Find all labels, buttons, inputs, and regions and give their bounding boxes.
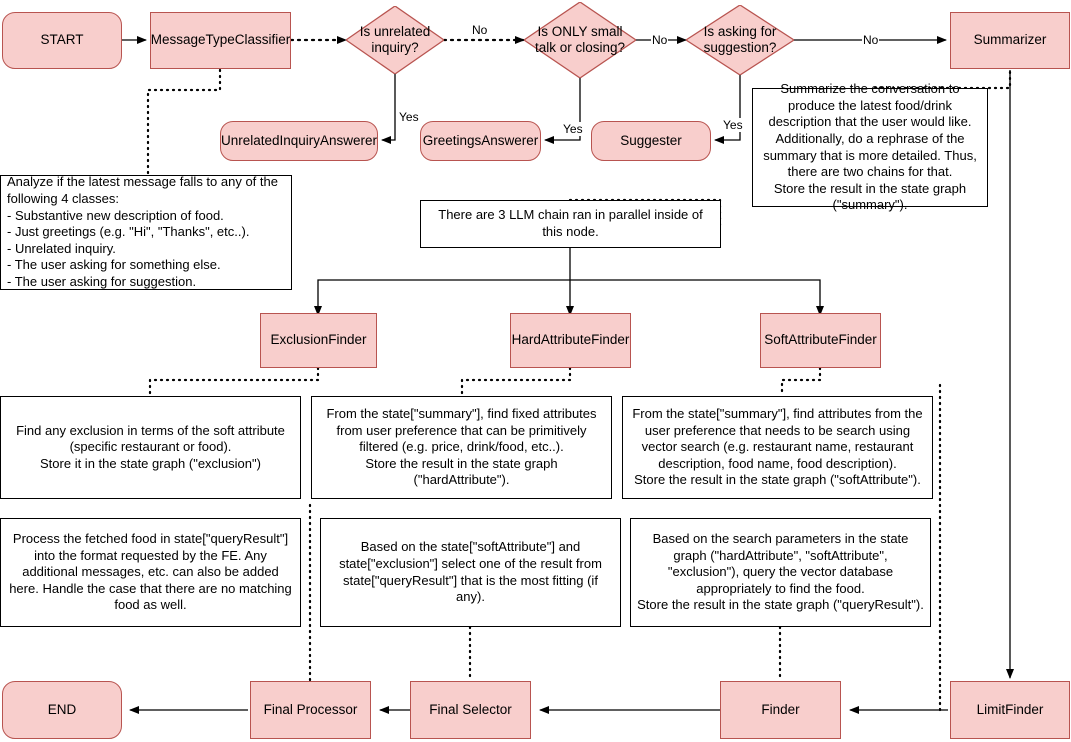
node-hardattributefinder-label: HardAttributeFinder — [511, 332, 630, 348]
edge-unrelated-yes — [381, 74, 396, 144]
node-is-unrelated-inquiry-label: Is unrelated inquiry? — [359, 23, 431, 55]
note-softattributefinder-text: From the state["summary"], find attribut… — [632, 405, 923, 488]
edge-parallel-to-softattributefinder — [570, 279, 824, 316]
edge-label-unrelated-yes: Yes — [398, 110, 420, 124]
edge-label-unrelated-no: No — [471, 23, 489, 37]
edge-label-smalltalk-yes: Yes — [562, 122, 584, 136]
node-unrelatedinquiryanswerer[interactable]: UnrelatedInquiryAnswerer — [220, 121, 378, 161]
edge-label-suggestion-yes: Yes — [722, 118, 744, 132]
note-parallel-chains-text: There are 3 LLM chain ran in parallel in… — [438, 207, 703, 239]
node-greetingsanswerer-label: GreetingsAnswerer — [422, 132, 539, 148]
node-messagetypeclassifier[interactable]: MessageTypeClassifier — [150, 12, 291, 69]
note-exclusionfinder: Find any exclusion in terms of the soft … — [0, 396, 301, 499]
note-hardattributefinder-text: From the state["summary"], find fixed at… — [326, 405, 597, 488]
node-is-asking-for-suggestion-label: Is asking for suggestion? — [703, 23, 777, 55]
note-hardattributefinder: From the state["summary"], find fixed at… — [311, 396, 612, 499]
node-finalselector[interactable]: Final Selector — [410, 681, 531, 739]
node-suggester-label: Suggester — [620, 132, 682, 148]
diamond-shape-icon — [524, 2, 636, 78]
note-finalprocessor: Process the fetched food in state["query… — [0, 518, 301, 627]
link-hardattribute-note — [460, 366, 572, 397]
note-finder: Based on the search parameters in the st… — [630, 518, 931, 627]
diamond-shape-icon — [686, 5, 794, 75]
node-finder-label: Finder — [761, 701, 800, 717]
node-end[interactable]: END — [2, 681, 122, 739]
node-finder[interactable]: Finder — [720, 681, 841, 739]
node-limitfinder[interactable]: LimitFinder — [950, 681, 1070, 739]
node-end-label: END — [47, 701, 77, 717]
edge-parallel-to-exclusionfinder — [314, 279, 570, 316]
node-start-label: START — [40, 32, 84, 48]
note-classifier-text: Analyze if the latest message falls to a… — [7, 174, 278, 290]
note-parallel-chains: There are 3 LLM chain ran in parallel in… — [420, 200, 721, 248]
node-is-only-small-talk[interactable]: Is ONLY small talk or closing? — [524, 2, 636, 78]
node-exclusionfinder-label: ExclusionFinder — [270, 332, 367, 348]
node-messagetypeclassifier-label: MessageTypeClassifier — [150, 32, 291, 48]
note-summarizer: Summarize the conversation to produce th… — [752, 81, 988, 212]
node-finalselector-label: Final Selector — [429, 701, 512, 717]
node-exclusionfinder[interactable]: ExclusionFinder — [260, 313, 377, 368]
edge-label-suggestion-no: No — [862, 33, 880, 47]
note-classifier: Analyze if the latest message falls to a… — [0, 174, 292, 290]
node-finalprocessor-label: Final Processor — [263, 701, 358, 717]
node-limitfinder-label: LimitFinder — [976, 701, 1044, 717]
link-softattribute-note — [780, 366, 822, 397]
diamond-shape-icon — [346, 6, 444, 74]
node-summarizer-label: Summarizer — [973, 32, 1047, 48]
node-summarizer[interactable]: Summarizer — [950, 12, 1070, 69]
node-softattributefinder-label: SoftAttributeFinder — [764, 332, 877, 348]
node-is-unrelated-inquiry[interactable]: Is unrelated inquiry? — [346, 6, 444, 74]
note-finder-text: Based on the search parameters in the st… — [637, 530, 924, 613]
edge-label-smalltalk-no: No — [651, 33, 669, 47]
node-is-asking-for-suggestion[interactable]: Is asking for suggestion? — [686, 5, 794, 75]
node-softattributefinder[interactable]: SoftAttributeFinder — [760, 313, 881, 368]
note-finalselector: Based on the state["softAttribute"] and … — [320, 518, 621, 627]
node-finalprocessor[interactable]: Final Processor — [250, 681, 371, 739]
note-exclusionfinder-text: Find any exclusion in terms of the soft … — [16, 422, 285, 471]
note-summarizer-text: Summarize the conversation to produce th… — [763, 81, 977, 213]
link-classifier-note — [146, 68, 222, 177]
node-is-only-small-talk-label: Is ONLY small talk or closing? — [534, 23, 626, 55]
note-finalselector-text: Based on the state["softAttribute"] and … — [339, 539, 602, 605]
node-unrelatedinquiryanswerer-label: UnrelatedInquiryAnswerer — [220, 132, 378, 148]
link-exclusion-note — [148, 366, 320, 397]
note-softattributefinder: From the state["summary"], find attribut… — [622, 396, 933, 499]
node-suggester[interactable]: Suggester — [591, 121, 711, 161]
node-hardattributefinder[interactable]: HardAttributeFinder — [510, 313, 631, 368]
node-start[interactable]: START — [2, 12, 122, 69]
note-finalprocessor-text: Process the fetched food in state["query… — [9, 530, 292, 613]
node-greetingsanswerer[interactable]: GreetingsAnswerer — [420, 121, 541, 161]
